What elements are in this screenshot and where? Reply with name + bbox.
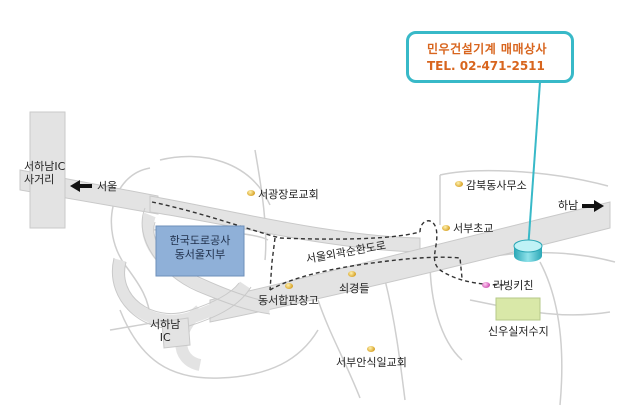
location-pin-icon bbox=[285, 283, 293, 289]
label-seoul-direction: 서울 bbox=[97, 180, 118, 193]
callout-pointer-line bbox=[527, 81, 541, 251]
location-pin-icon bbox=[442, 225, 450, 231]
destination-marker-icon bbox=[513, 239, 543, 262]
dashed-route bbox=[151, 201, 506, 291]
label-seogwangjang-church: 서광장로교회 bbox=[258, 188, 319, 201]
location-pin-icon bbox=[348, 271, 356, 277]
label-seohanam-ic-junction: 서하남IC 사거리 bbox=[24, 160, 66, 186]
expressway-office-box bbox=[155, 225, 245, 277]
label-seohanam-ic: 서하남 IC bbox=[150, 318, 181, 344]
road-vertical-block bbox=[29, 111, 66, 229]
location-pin-icon bbox=[482, 282, 490, 288]
label-soegyeongdeul: 쇠경들 bbox=[339, 282, 370, 295]
label-gambuk-office: 감북동사무소 bbox=[466, 179, 527, 192]
location-pin-icon bbox=[367, 346, 375, 352]
label-dongseo-warehouse: 동서합판창고 bbox=[258, 294, 319, 307]
arrow-left-icon bbox=[70, 180, 92, 192]
label-seobu-elementary: 서부초교 bbox=[453, 222, 494, 235]
business-name: 민우건설기계 매매상사 bbox=[427, 42, 548, 56]
arrow-right-icon bbox=[582, 200, 604, 212]
reservoir-area bbox=[495, 297, 541, 321]
business-callout: 민우건설기계 매매상사 TEL. 02-471-2511 bbox=[406, 31, 574, 83]
location-pin-icon bbox=[455, 181, 463, 187]
label-korea-expressway: 한국도로공사 동서울지부 bbox=[169, 234, 231, 261]
label-sinu-reservoir: 신우실저수지 bbox=[488, 325, 549, 338]
label-seobu-church: 서부안식일교회 bbox=[336, 356, 407, 369]
location-pin-icon bbox=[247, 190, 255, 196]
label-living-kitchen: 리빙키친 bbox=[493, 279, 534, 292]
label-hanam-direction: 하남 bbox=[558, 199, 579, 212]
business-phone: TEL. 02-471-2511 bbox=[427, 59, 545, 73]
seohanam-ic-block bbox=[161, 317, 191, 349]
road-ring-expressway bbox=[209, 201, 611, 323]
